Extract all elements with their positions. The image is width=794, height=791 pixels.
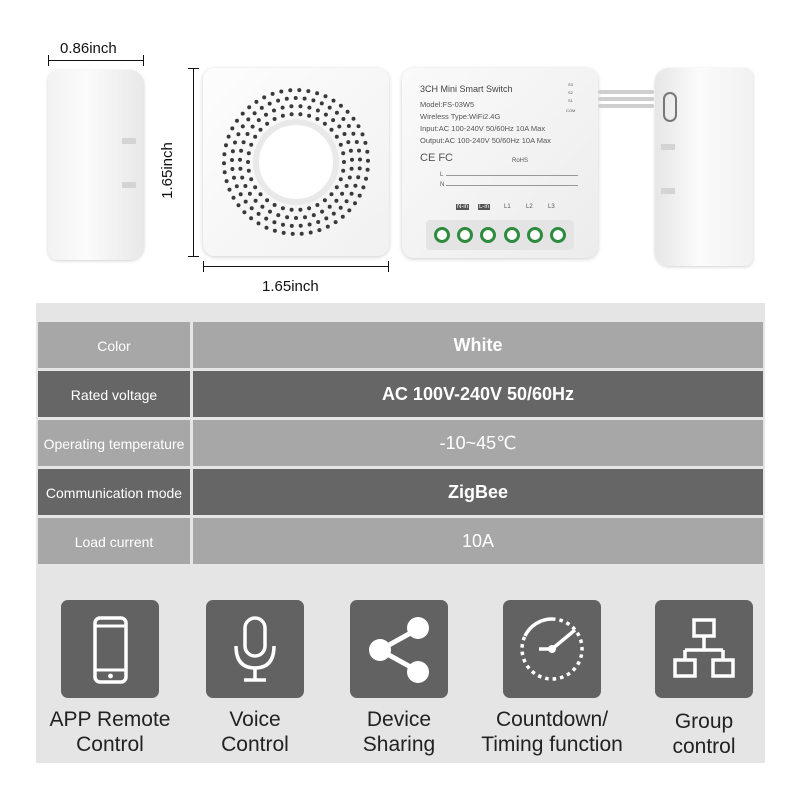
height-dimension-tick [188,68,199,69]
side-pin-s2: S2 [568,90,573,95]
network-icon [655,600,753,698]
spec-row-rated-voltage: Rated voltage AC 100V-240V 50/60Hz [38,371,763,417]
terminal-label-l3: L3 [548,204,555,210]
width-dimension-tick [203,261,204,272]
feature-label-voice-control: Voice Control [221,708,289,757]
spec-label: Load current [38,518,190,564]
spec-label: Communication mode [38,469,190,515]
certification-marks: CE FC [420,152,453,164]
device-output-rating: Output:AC 100-240V 50/60Hz 10A Max [420,136,551,145]
width-dimension-tick [388,261,389,272]
device-model: Model:FS-03W5 [420,100,475,109]
spec-row-load-current: Load current 10A [38,518,763,564]
wiring-line-n [446,185,578,186]
device-wireless: Wireless Type:WiFi2.4G [420,112,501,121]
device-side-view-right [655,68,753,266]
side-pin-s3: S3 [568,82,573,87]
terminal-label-l1: L1 [504,204,511,210]
microphone-icon [206,600,304,698]
share-icon [350,600,448,698]
wiring-line-l [446,175,578,176]
feature-label-countdown-timing: Countdown/ Timing function [481,708,623,757]
device-wires [598,90,654,112]
spec-label: Rated voltage [38,371,190,417]
side-pin-s1: S1 [568,98,573,103]
spec-value: AC 100V-240V 50/60Hz [193,371,763,417]
width-dimension-label: 1.65inch [262,278,319,295]
side-pin-com: COM [566,108,576,113]
feature-label-device-sharing: Device Sharing [362,708,436,757]
terminal-label-l-in: L-in [478,204,491,210]
depth-dimension-label: 0.86inch [60,40,117,57]
height-dimension-line [193,68,194,256]
terminal-label-l2: L2 [526,204,533,210]
feature-label-group-control: Group control [672,710,736,759]
spec-label: Color [38,322,190,368]
device-input-rating: Input:AC 100-240V 50/60Hz 10A Max [420,124,546,133]
terminal-label-n-in: N-in [456,204,470,210]
spec-value: White [193,322,763,368]
depth-dimension-tick [48,55,49,66]
depth-dimension-tick [143,55,144,66]
terminal-block [426,220,574,250]
depth-dimension-line [48,60,144,61]
feature-label-app-remote-control: APP Remote Control [49,708,171,757]
spec-row-communication-mode: Communication mode ZigBee [38,469,763,515]
height-dimension-label: 1.65inch [158,142,176,199]
terminal-label-n: N [440,182,445,188]
spec-value: -10~45℃ [193,420,763,466]
device-back-view: 3CH Mini Smart Switch Model:FS-03W5 Wire… [402,68,598,258]
spec-row-color: Color White [38,322,763,368]
width-dimension-line [203,266,389,267]
spec-label: Operating temperature [38,420,190,466]
spec-value: ZigBee [193,469,763,515]
spec-row-operating-temperature: Operating temperature -10~45℃ [38,420,763,466]
device-title: 3CH Mini Smart Switch [420,84,513,94]
height-dimension-tick [188,256,199,257]
timer-icon [503,600,601,698]
device-front-view [203,68,389,256]
device-side-view-left [48,70,144,260]
rohs-mark: RoHS [512,158,529,164]
spec-value: 10A [193,518,763,564]
terminal-label-l: L [440,172,444,178]
smartphone-icon [61,600,159,698]
